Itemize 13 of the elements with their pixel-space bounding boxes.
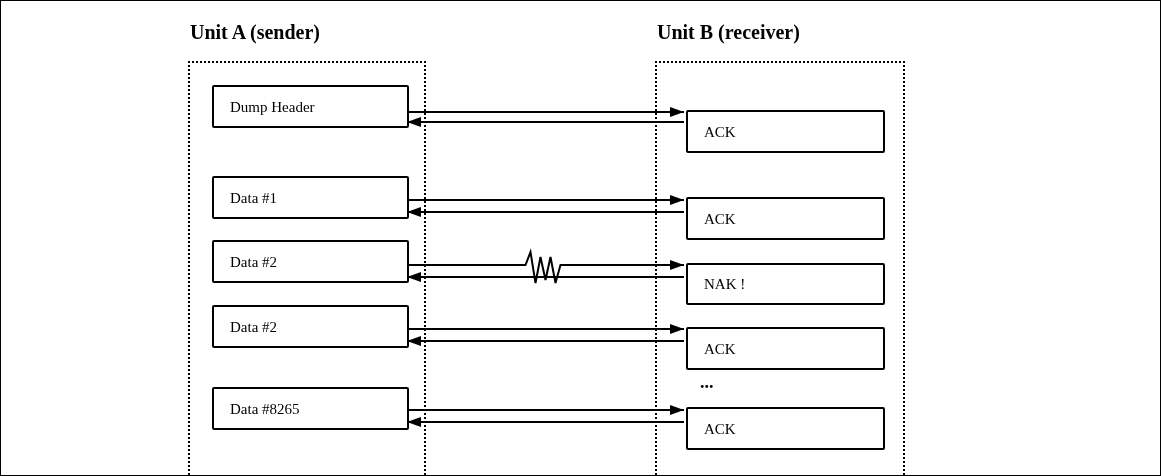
process-box: ACK	[686, 407, 885, 450]
ellipsis-note: ...	[700, 372, 714, 393]
process-box: Data #1	[212, 176, 409, 219]
process-box: Dump Header	[212, 85, 409, 128]
process-box: Data #2	[212, 240, 409, 283]
process-box: Data #8265	[212, 387, 409, 430]
process-box: ACK	[686, 110, 885, 153]
process-box: ACK	[686, 197, 885, 240]
process-box: Data #2	[212, 305, 409, 348]
group-title: Unit A (sender)	[190, 21, 320, 44]
group-title: Unit B (receiver)	[657, 21, 800, 44]
process-box: ACK	[686, 327, 885, 370]
process-box: NAK !	[686, 263, 885, 305]
